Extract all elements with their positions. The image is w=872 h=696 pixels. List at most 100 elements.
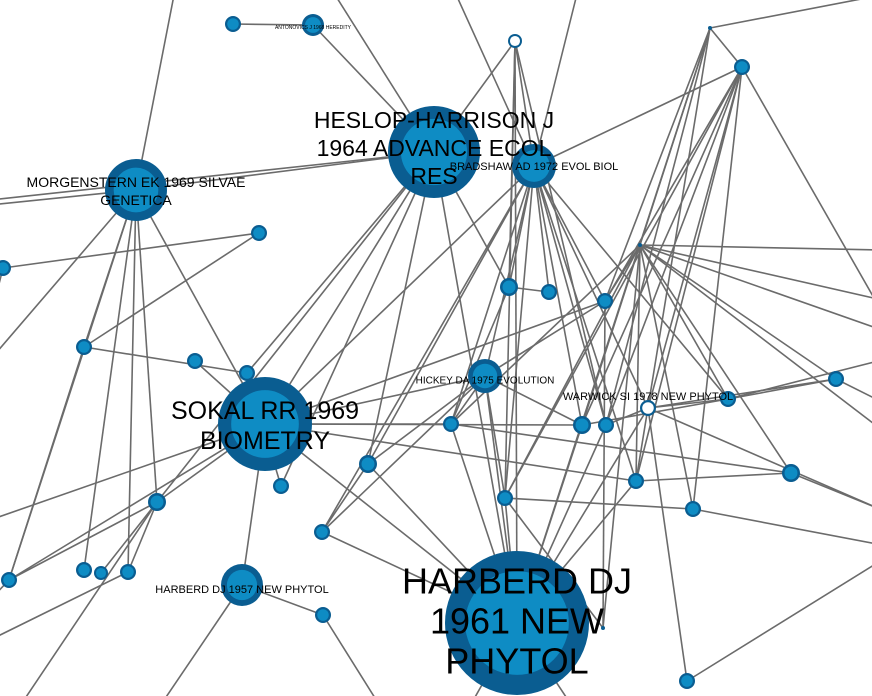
edge bbox=[605, 27, 711, 426]
node-core bbox=[681, 675, 693, 687]
node-core bbox=[317, 609, 329, 621]
node[interactable] bbox=[541, 284, 557, 300]
node[interactable] bbox=[708, 26, 712, 30]
edge bbox=[635, 472, 792, 482]
edge bbox=[533, 165, 729, 400]
node[interactable] bbox=[251, 225, 267, 241]
node[interactable] bbox=[273, 478, 289, 494]
edge bbox=[635, 244, 641, 482]
edge bbox=[639, 244, 729, 400]
node[interactable] bbox=[685, 501, 701, 517]
label-line: PHYTOL bbox=[445, 641, 588, 682]
edge bbox=[639, 244, 792, 474]
node-core bbox=[518, 150, 550, 182]
edge bbox=[2, 232, 260, 269]
node[interactable] bbox=[638, 243, 642, 247]
edge bbox=[727, 378, 837, 400]
node[interactable] bbox=[120, 564, 136, 580]
edge bbox=[533, 66, 743, 167]
edge bbox=[514, 40, 607, 426]
node-core bbox=[465, 571, 569, 675]
node[interactable] bbox=[500, 278, 518, 296]
node-core bbox=[543, 286, 555, 298]
node[interactable] bbox=[148, 493, 166, 511]
edge bbox=[639, 244, 837, 380]
edge bbox=[533, 0, 577, 167]
label-line: BRADSHAW AD 1972 EVOL BIOL bbox=[450, 161, 619, 173]
node[interactable] bbox=[734, 59, 750, 75]
edge bbox=[647, 407, 872, 507]
node[interactable] bbox=[315, 607, 331, 623]
node-ring bbox=[708, 26, 712, 30]
node-core bbox=[361, 457, 375, 471]
edge bbox=[727, 361, 872, 400]
node[interactable] bbox=[0, 260, 11, 276]
node-core bbox=[642, 402, 654, 414]
edge bbox=[639, 244, 872, 328]
edge bbox=[367, 165, 535, 465]
node-ring bbox=[638, 243, 642, 247]
edge bbox=[709, 0, 861, 29]
node[interactable] bbox=[187, 353, 203, 369]
node-core bbox=[78, 341, 90, 353]
edge bbox=[639, 244, 872, 251]
node[interactable] bbox=[628, 473, 644, 489]
node[interactable] bbox=[314, 524, 330, 540]
node[interactable] bbox=[828, 371, 844, 387]
node-hickey1975[interactable] bbox=[468, 359, 502, 393]
edge bbox=[602, 300, 606, 629]
node-core bbox=[231, 390, 299, 458]
edge bbox=[0, 267, 4, 284]
edge bbox=[639, 244, 872, 299]
edge bbox=[484, 375, 583, 426]
node-core bbox=[630, 475, 642, 487]
edge bbox=[264, 151, 435, 425]
node[interactable] bbox=[573, 416, 591, 434]
node-core bbox=[275, 480, 287, 492]
node[interactable] bbox=[76, 562, 92, 578]
node-core bbox=[509, 35, 521, 47]
edge bbox=[321, 463, 369, 533]
node[interactable] bbox=[601, 626, 605, 630]
edge bbox=[100, 501, 158, 574]
node-core bbox=[600, 419, 612, 431]
node[interactable] bbox=[679, 673, 695, 689]
edge bbox=[264, 423, 583, 426]
label-line: RES bbox=[410, 163, 457, 189]
node[interactable] bbox=[76, 339, 92, 355]
edge bbox=[8, 346, 85, 581]
node-core bbox=[575, 418, 589, 432]
node-bradshaw1972[interactable] bbox=[512, 144, 556, 188]
edge bbox=[8, 501, 158, 581]
node[interactable] bbox=[94, 566, 108, 580]
node[interactable] bbox=[1, 572, 17, 588]
node[interactable] bbox=[598, 417, 614, 433]
node[interactable] bbox=[597, 293, 613, 309]
node-harberd1961[interactable] bbox=[445, 551, 589, 695]
node[interactable] bbox=[225, 16, 241, 32]
edge bbox=[604, 66, 743, 302]
node-harberd1957[interactable] bbox=[221, 564, 263, 606]
node-warwick1978[interactable] bbox=[640, 400, 656, 416]
node-antonovics[interactable] bbox=[302, 14, 324, 36]
node[interactable] bbox=[497, 490, 513, 506]
node-sokal1969[interactable] bbox=[218, 377, 312, 471]
edge bbox=[508, 40, 516, 288]
edge bbox=[321, 165, 535, 533]
node[interactable] bbox=[720, 391, 736, 407]
node[interactable] bbox=[508, 34, 522, 48]
edge bbox=[0, 189, 137, 350]
node[interactable] bbox=[443, 416, 459, 432]
node[interactable] bbox=[359, 455, 377, 473]
node[interactable] bbox=[239, 365, 255, 381]
edge bbox=[321, 375, 486, 533]
node[interactable] bbox=[782, 464, 800, 482]
node-heslop1964[interactable] bbox=[388, 106, 480, 198]
edge bbox=[264, 300, 606, 425]
node-morgenstern1969[interactable] bbox=[105, 159, 167, 221]
node-core bbox=[0, 262, 9, 274]
label-warwick1978: WARWICK SI 1978 NEW PHYTOL bbox=[563, 391, 733, 403]
label-line: SOKAL RR 1969 bbox=[171, 397, 359, 425]
